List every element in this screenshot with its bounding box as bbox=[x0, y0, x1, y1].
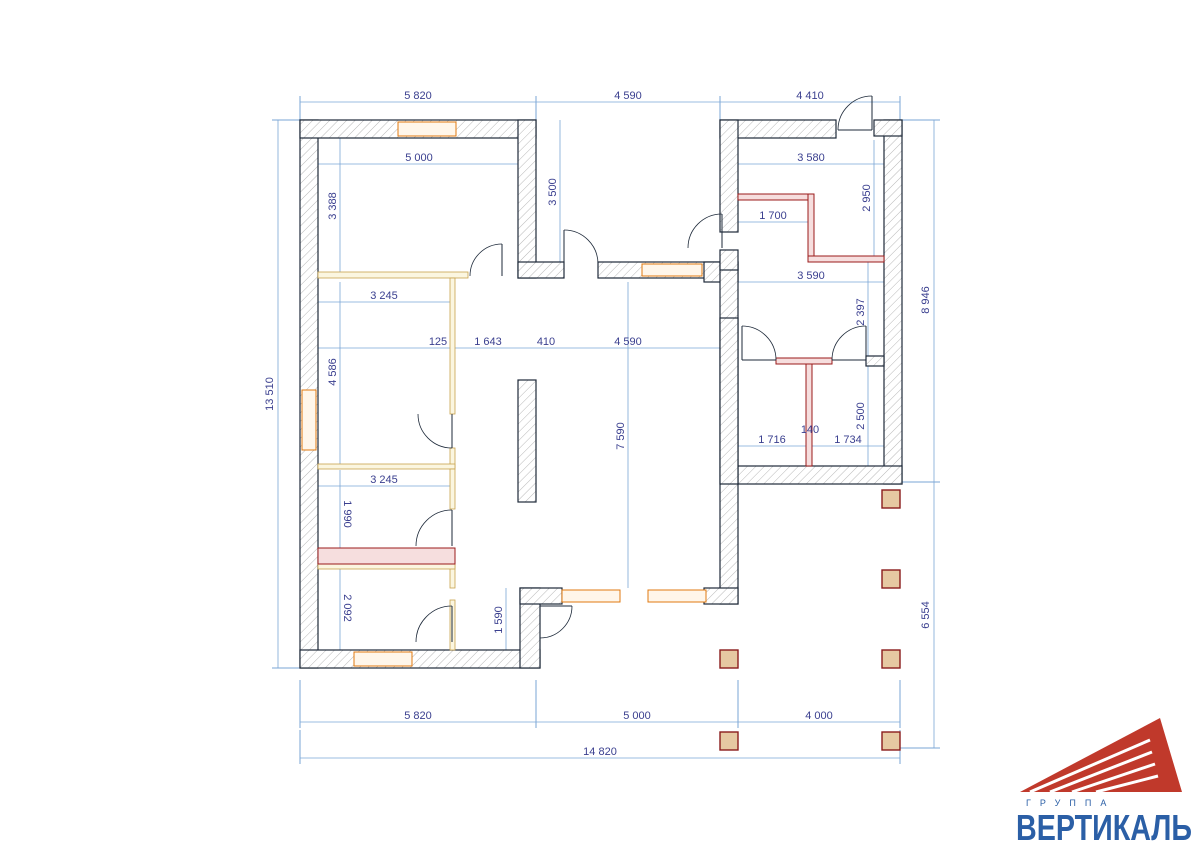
post bbox=[719, 649, 739, 669]
dim-terrace-height: 6 554 bbox=[920, 601, 932, 629]
dim-bottom-left: 5 820 bbox=[404, 710, 432, 722]
dim-top-left: 5 820 bbox=[404, 90, 432, 102]
dim-closet-height: 1 990 bbox=[341, 500, 353, 528]
dim-total-width: 14 820 bbox=[583, 746, 617, 758]
windows bbox=[301, 121, 707, 667]
dim-bath-width: 1 700 bbox=[759, 210, 787, 222]
post bbox=[881, 649, 901, 669]
company-logo: ГРУППА ВЕРТИКАЛЬ bbox=[1016, 718, 1192, 848]
dim-top-mid: 4 590 bbox=[614, 90, 642, 102]
dim-right-height: 8 946 bbox=[920, 286, 932, 314]
dim-total-height: 13 510 bbox=[264, 377, 276, 411]
dim-top-right: 4 410 bbox=[796, 90, 824, 102]
dim-wc-lower-height: 2 500 bbox=[855, 402, 867, 430]
dim-bedroom1-width: 5 000 bbox=[405, 152, 433, 164]
dim-hall-125: 125 bbox=[429, 336, 447, 348]
terrace-posts bbox=[719, 489, 901, 751]
logo-small-text: ГРУППА bbox=[1026, 798, 1115, 808]
dim-bottom-right: 4 000 bbox=[805, 710, 833, 722]
post bbox=[881, 569, 901, 589]
dim-bedroom2-height: 4 586 bbox=[327, 358, 339, 386]
dim-bath2-height: 2 092 bbox=[341, 594, 353, 622]
dim-bedroom1-height: 3 388 bbox=[327, 192, 339, 220]
dim-bottom-mid: 5 000 bbox=[623, 710, 651, 722]
dim-bedroom2-width: 3 245 bbox=[370, 290, 398, 302]
post bbox=[719, 731, 739, 751]
post bbox=[881, 731, 901, 751]
dim-wc-mid: 140 bbox=[801, 424, 819, 436]
dim-room-right-width: 3 580 bbox=[797, 152, 825, 164]
dim-wc-left: 1 716 bbox=[758, 434, 786, 446]
dim-wc-band-width: 3 590 bbox=[797, 270, 825, 282]
dim-wc-height: 2 397 bbox=[855, 298, 867, 326]
dim-entry-1590: 1 590 bbox=[493, 606, 505, 634]
logo-name: ВЕРТИКАЛЬ bbox=[1016, 807, 1192, 848]
logo-roof-shape bbox=[1020, 718, 1182, 792]
dim-hall-410: 410 bbox=[537, 336, 555, 348]
doors bbox=[415, 95, 873, 643]
post bbox=[881, 489, 901, 509]
dim-hall-4590: 4 590 bbox=[614, 336, 642, 348]
dim-hall-1643: 1 643 bbox=[474, 336, 502, 348]
dimension-labels: 5 820 4 590 4 410 5 820 5 000 4 000 14 8… bbox=[264, 90, 932, 758]
dim-wc-right: 1 734 bbox=[834, 434, 862, 446]
dim-entry-depth: 3 500 bbox=[547, 178, 559, 206]
walls bbox=[299, 119, 903, 669]
dim-closet-width: 3 245 bbox=[370, 474, 398, 486]
dim-living-height: 7 590 bbox=[615, 422, 627, 450]
dim-room-right-height: 2 950 bbox=[861, 184, 873, 212]
